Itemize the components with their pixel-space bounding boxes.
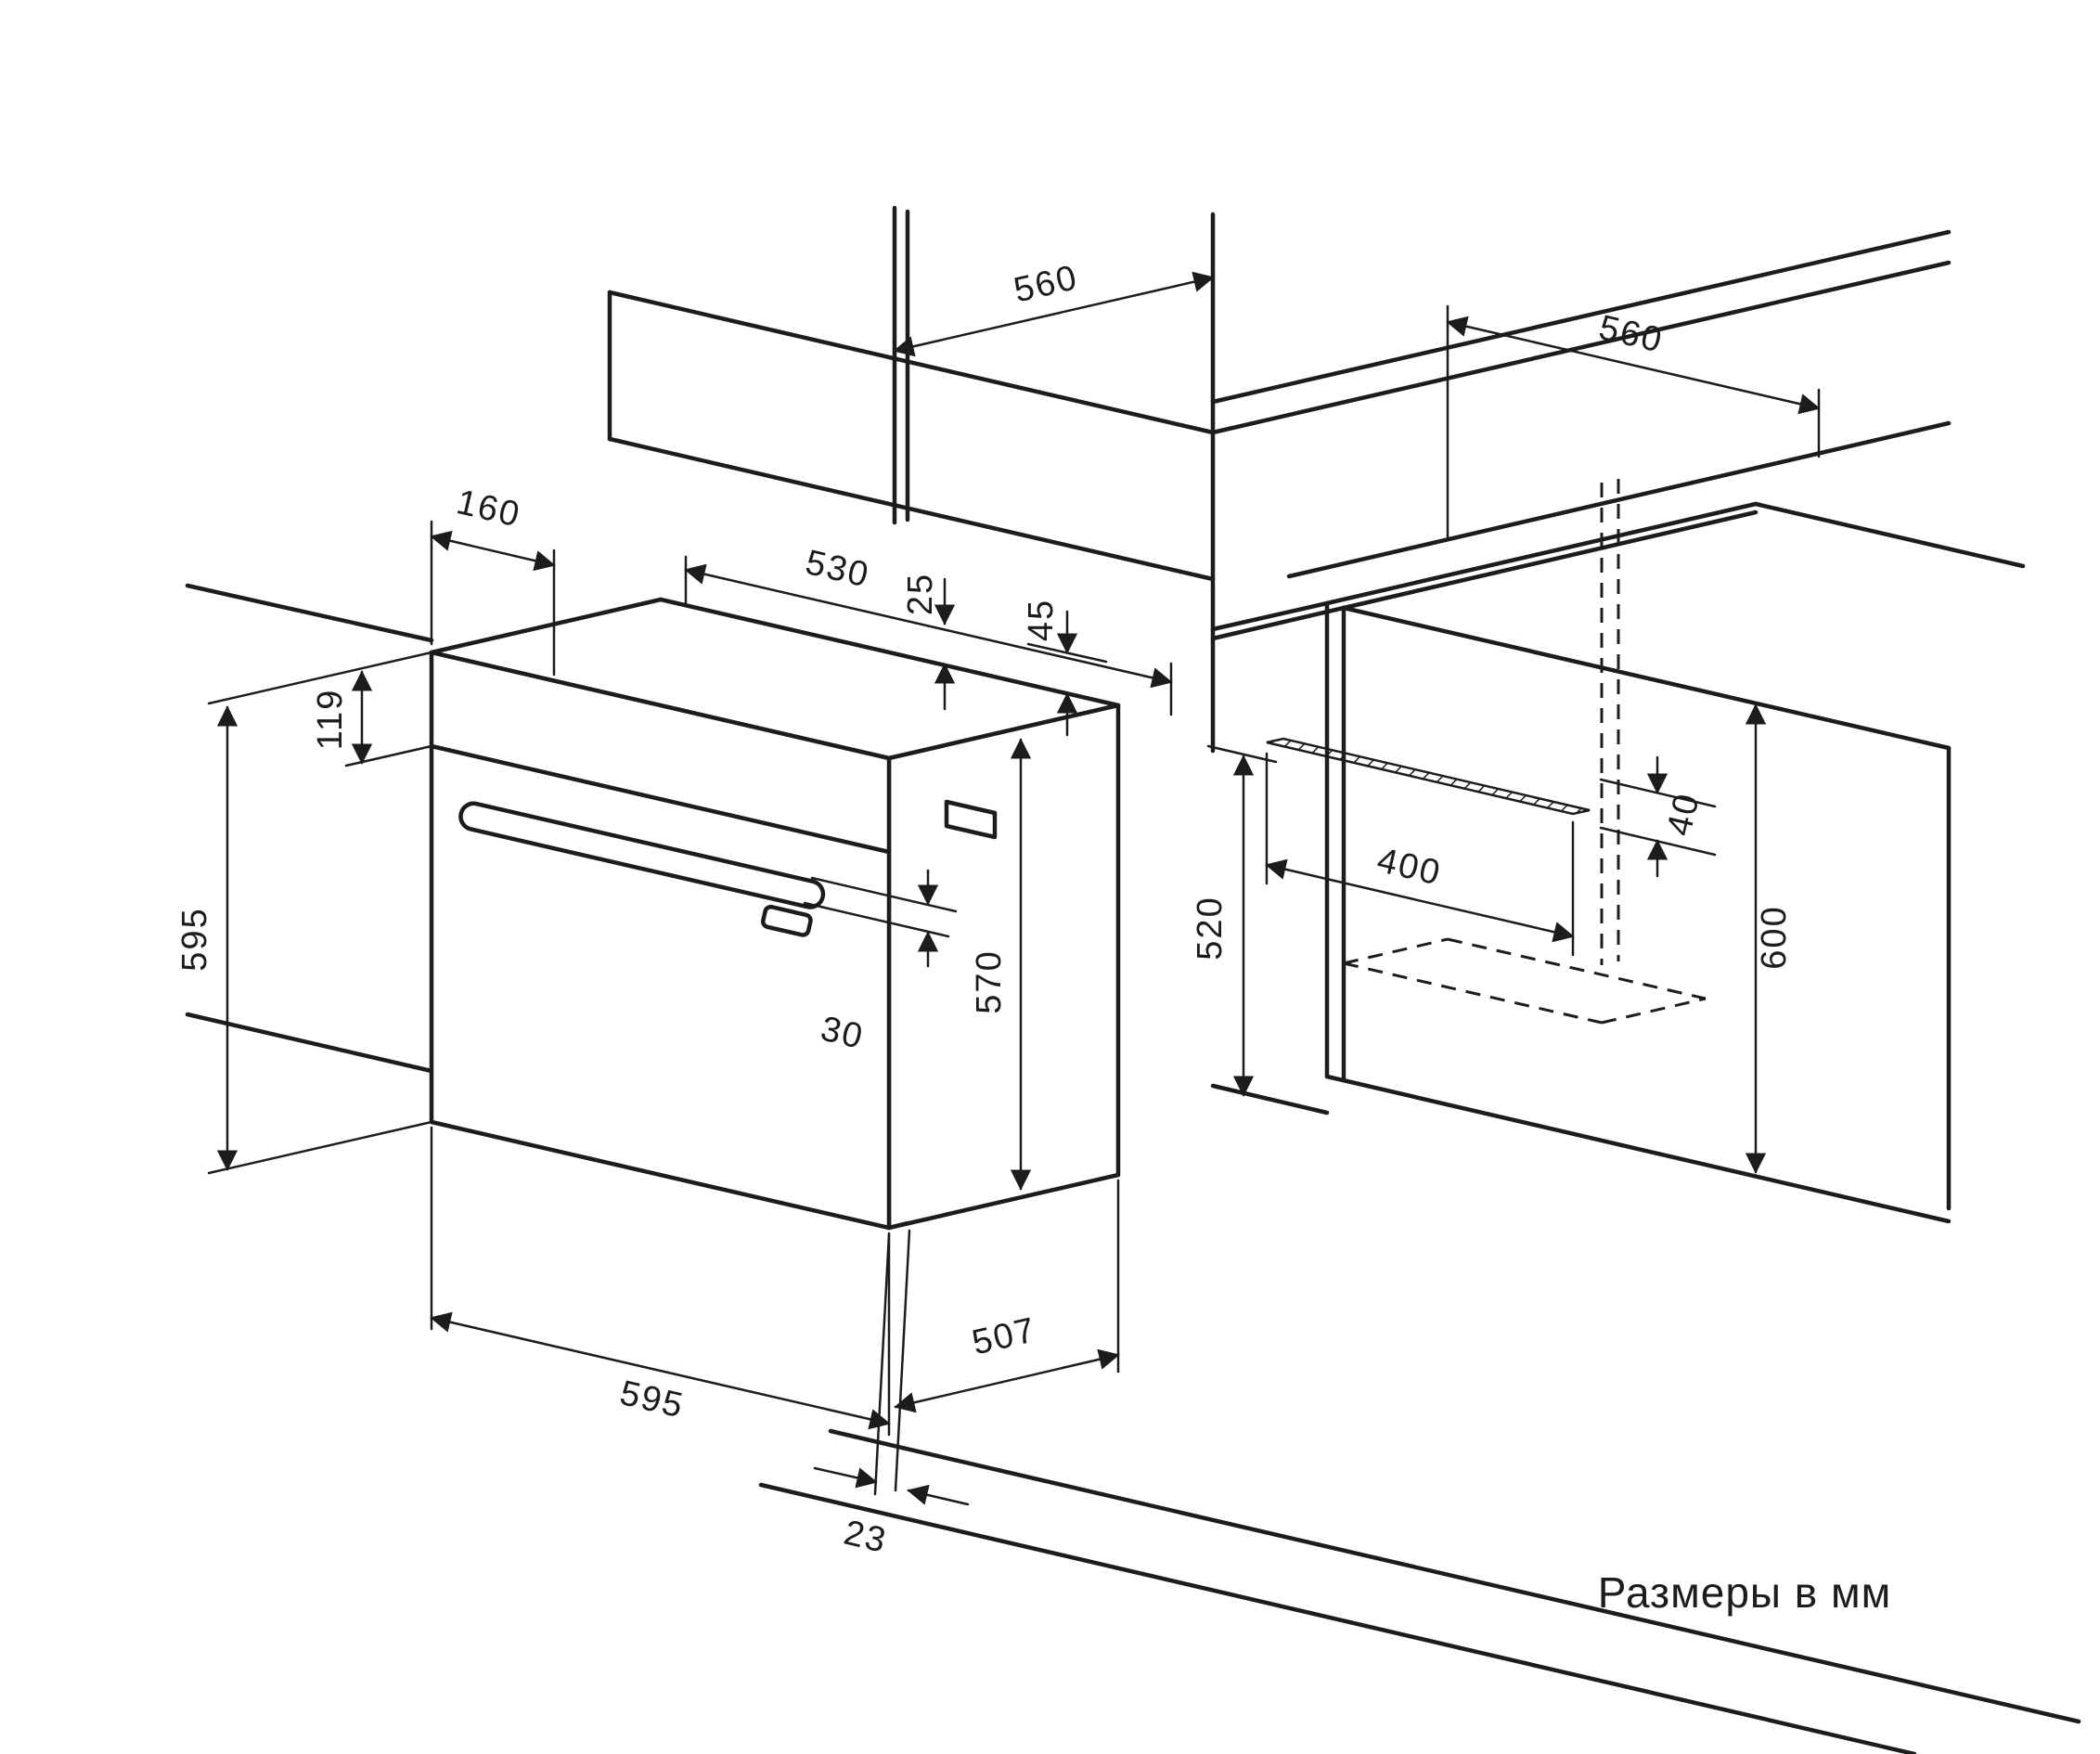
dim-gap-top: 25 [901,573,956,711]
left-niche-top-edge [607,290,1216,435]
dim-label-gap-top: 25 [901,573,940,615]
dim-niche-left-width: 560 [893,258,1215,357]
cabinet-top-front-edge [1341,605,1952,751]
dimension-line [430,530,556,572]
handle-bracket [760,904,813,937]
dim-label-vent-width: 40 [1660,789,1707,840]
dim-panel-height: 119 [311,670,433,767]
cabinet-to-corner-edge-2 [1210,605,1346,641]
extension-line [894,1229,911,1492]
door-step-edge [886,1220,910,1231]
dim-label-panel-height: 119 [311,689,350,751]
floor-line [828,1428,2081,1724]
extension-line [207,1120,433,1175]
dim-vent-width: 40 [1599,755,1717,878]
dim-label-door-overhang: 23 [840,1514,891,1561]
dimension-line [893,271,1215,357]
dim-cabinet-height: 600 [1745,703,1794,1174]
cabinet-to-corner-edge [1210,600,1330,632]
oven-drawing [429,597,1121,1231]
extension-line [1206,744,1278,764]
cabinet-top-back-edge [1753,501,2026,569]
control-panel-line [429,743,892,855]
extension-line [803,901,950,938]
dim-label-handle-thickness: 30 [817,1010,868,1057]
extension-line [344,744,433,767]
left-niche-front-edge [607,436,1216,582]
right-ceiling-edge [1210,229,1952,405]
right-ceiling-edge-2 [1210,260,1952,435]
right-upper-cabinet-bottom-edge [1286,420,1952,579]
dim-label-inner-depth: 530 [802,543,873,596]
dim-label-niche-right-width: 560 [1595,308,1667,361]
dimension-line [894,1348,1120,1413]
dimension-line [1265,858,1575,943]
dim-niche-right-width: 560 [1446,304,1821,539]
dim-label-niche-height: 520 [1191,896,1230,960]
cabinet-top-side-edge [1324,501,1759,606]
kitchen-scene-lines [185,205,2081,1754]
dim-label-oven-width: 595 [616,1374,688,1426]
extension-line [207,651,433,705]
left-wall-top-line [185,583,434,643]
niche-floor-dashed-back [1447,937,1707,1000]
dim-label-oven-depth: 507 [969,1310,1040,1363]
dim-niche-height: 520 [1191,744,1278,1097]
dimension-line [430,1311,891,1430]
cabinet-top-side-edge-2 [1341,509,1759,611]
oven-handle [458,801,826,909]
dim-handle-thickness: 30 [803,869,958,1057]
dim-label-top-inset: 160 [453,483,524,535]
dimension-arrow [907,1484,970,1506]
dim-label-oven-height: 595 [175,907,214,971]
dim-door-height: 570 [970,738,1032,1191]
floor-line-2 [758,1482,1917,1754]
niche-floor-dashed-right [1601,997,1707,1025]
dim-label-cabinet-height: 600 [1755,905,1794,969]
dimension-line [1446,316,1821,415]
niche-floor-dashed-left [1343,937,1449,965]
dim-label-door-height: 570 [970,949,1009,1013]
dim-label-niche-left-width: 560 [1011,258,1082,311]
dim-door-overhang: 23 [813,1229,970,1561]
extension-line [873,1232,891,1496]
niche-floor-front-edge [1210,1083,1330,1116]
dim-gap-rear: 45 [1022,599,1108,737]
left-wall-base-line [185,1012,434,1074]
dimension-line [684,563,1173,689]
extension-line [810,876,958,913]
dim-vent-length: 400 [1265,752,1575,957]
dim-label-gap-rear: 45 [1022,599,1061,641]
side-vent-slot [944,799,998,840]
dimension-arrow [813,1466,878,1489]
niche-floor-dashed-front [1343,961,1603,1025]
cabinet-bottom-front-edge [1324,1074,1952,1224]
dim-label-vent-length: 400 [1373,841,1445,894]
units-note: Размеры в мм [1598,1568,1891,1617]
dim-oven-height: 595 [175,651,433,1175]
vent-hatch-strip [1266,737,1591,816]
niche-hidden-edges [1343,479,1707,1025]
